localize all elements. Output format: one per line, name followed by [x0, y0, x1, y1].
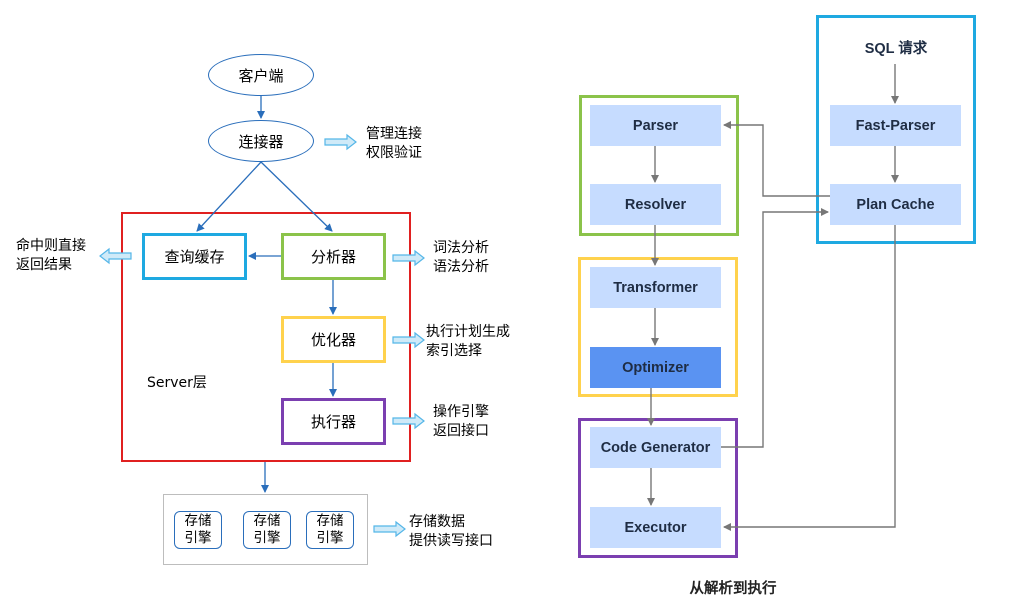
connector-node: 连接器: [208, 120, 314, 162]
analyzer-label: 分析器: [310, 248, 356, 266]
optimizer-note-line-1: 执行计划生成: [426, 324, 510, 340]
connector-note: 管理连接 权限验证: [366, 125, 422, 163]
connector-note-line-1: 管理连接: [366, 126, 422, 142]
note-arrow-analyzer: [392, 249, 425, 267]
storage-engine-2: 存储 引擎: [243, 511, 291, 549]
fast-parser-node: Fast-Parser: [830, 105, 961, 146]
executor-label: 执行器: [310, 413, 356, 431]
executor-group-frame: [578, 418, 738, 558]
engine-note-line-2: 提供读写接口: [409, 533, 493, 549]
cache-note-line-1: 命中则直接: [16, 238, 86, 254]
analyzer-node: 分析器: [281, 233, 386, 280]
connector-note-line-2: 权限验证: [366, 145, 422, 161]
note-arrow-cache: [99, 247, 132, 265]
executor-note: 操作引擎 返回接口: [433, 403, 489, 441]
storage-engine-2-line-1: 存储: [253, 513, 281, 529]
plan-cache-node: Plan Cache: [830, 184, 961, 225]
optimizer-label: 优化器: [310, 331, 356, 349]
storage-engine-1: 存储 引擎: [174, 511, 222, 549]
engine-note-line-1: 存储数据: [409, 514, 465, 530]
optimizer-note: 执行计划生成 索引选择: [426, 323, 510, 361]
arrow-connector-cache: [196, 161, 262, 232]
query-cache-label: 查询缓存: [164, 248, 225, 266]
storage-engine-3-line-1: 存储: [316, 513, 344, 529]
executor-note-line-2: 返回接口: [433, 423, 489, 439]
parser-node: Parser: [590, 105, 721, 146]
arrow-plancache-parser: [723, 121, 830, 197]
arrow-connector-analyzer: [260, 161, 333, 232]
note-arrow-executor: [392, 412, 425, 430]
storage-engine-2-line-2: 引擎: [253, 530, 281, 546]
client-label: 客户端: [238, 66, 284, 85]
storage-engine-3: 存储 引擎: [306, 511, 354, 549]
transformer-node: Transformer: [590, 267, 721, 308]
client-node: 客户端: [208, 54, 314, 96]
analyzer-note: 词法分析 语法分析: [433, 239, 489, 277]
connector-label: 连接器: [238, 132, 284, 151]
arrow-plancache-executor: [723, 225, 896, 531]
query-cache-node: 查询缓存: [142, 233, 247, 280]
optimizer-node: 优化器: [281, 316, 386, 363]
optimizer-note-line-2: 索引选择: [426, 343, 482, 359]
storage-engine-1-line-2: 引擎: [184, 530, 212, 546]
resolver-node: Resolver: [590, 184, 721, 225]
cache-note-line-2: 返回结果: [16, 257, 72, 273]
note-arrow-connector: [324, 133, 357, 151]
cache-note: 命中则直接 返回结果: [16, 237, 86, 275]
code-generator-node: Code Generator: [590, 427, 721, 468]
analyzer-note-line-2: 语法分析: [433, 259, 489, 275]
storage-engine-1-line-1: 存储: [184, 513, 212, 529]
storage-engine-frame: [163, 494, 368, 565]
note-arrow-engines: [373, 520, 406, 538]
plan-cache-group-frame: [816, 15, 976, 244]
server-layer-label: Server层: [147, 375, 207, 391]
storage-engine-3-line-2: 引擎: [316, 530, 344, 546]
arrow-codegen-plancache: [721, 208, 829, 448]
note-arrow-optimizer: [392, 331, 425, 349]
executor-node-right: Executor: [590, 507, 721, 548]
sql-request-label: SQL 请求: [864, 41, 928, 57]
parser-group-frame: [579, 95, 739, 236]
executor-node: 执行器: [281, 398, 386, 445]
engine-note: 存储数据 提供读写接口: [409, 513, 493, 551]
analyzer-note-line-1: 词法分析: [433, 240, 489, 256]
executor-note-line-1: 操作引擎: [433, 404, 489, 420]
optimizer-node-right: Optimizer: [590, 347, 721, 388]
diagram-caption: 从解析到执行: [689, 581, 777, 597]
